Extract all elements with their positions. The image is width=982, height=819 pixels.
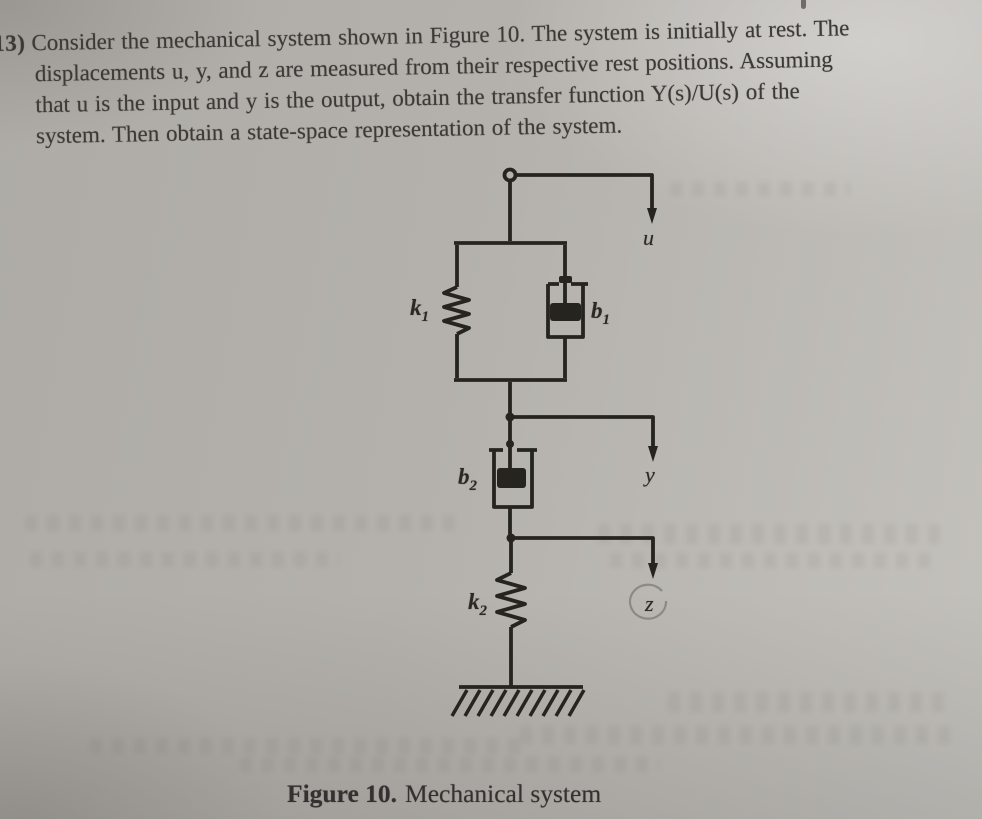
label-damper-b2: b2: [458, 464, 477, 494]
bleedthrough-smudge: [670, 182, 850, 196]
label-displacement-u: u: [643, 225, 654, 250]
junction-dot-z: [506, 533, 516, 543]
label-spring-k2-base: k: [468, 589, 480, 614]
figure-caption: Figure 10.Mechanical system: [287, 779, 601, 809]
label-displacement-z: z: [645, 591, 654, 616]
spring-k2-symbol: [495, 542, 527, 686]
bleedthrough-smudge: [30, 552, 340, 567]
label-spring-k1-sub: 1: [421, 309, 430, 325]
bleedthrough-smudge: [240, 757, 660, 772]
label-damper-b1-sub: 1: [602, 312, 611, 328]
spring-k1-symbol: [442, 245, 471, 378]
ground-symbol: [450, 685, 586, 717]
label-damper-b1: b1: [591, 298, 610, 328]
damper-b2-symbol: [489, 421, 537, 536]
label-spring-k2: k2: [468, 589, 487, 619]
label-damper-b2-base: b: [458, 464, 470, 489]
figure-caption-text: Mechanical system: [405, 779, 602, 808]
bleedthrough-smudge: [90, 738, 520, 754]
top-pivot-circle: [502, 167, 518, 183]
bleedthrough-smudge: [610, 553, 940, 568]
label-spring-k2-sub: 2: [479, 603, 488, 619]
label-spring-k1-base: k: [410, 295, 422, 320]
bleedthrough-smudge: [25, 515, 455, 531]
scan-artifact: [801, 0, 806, 9]
label-damper-b2-sub: 2: [469, 478, 478, 494]
bleedthrough-smudge: [668, 692, 953, 712]
figure-caption-number: Figure 10.: [287, 779, 398, 808]
y-arrow: [514, 415, 658, 462]
label-spring-k1: k1: [410, 295, 429, 325]
label-damper-b1-base: b: [591, 298, 603, 323]
label-displacement-y: y: [645, 462, 655, 487]
junction-dot-y: [505, 412, 515, 422]
damper-b1-symbol: [546, 245, 588, 378]
bleedthrough-smudge: [598, 524, 943, 544]
bleedthrough-smudge: [520, 726, 950, 744]
z-arrow: [515, 536, 658, 579]
pencil-circle-around-z: [628, 583, 668, 620]
u-arrow: [516, 173, 657, 224]
